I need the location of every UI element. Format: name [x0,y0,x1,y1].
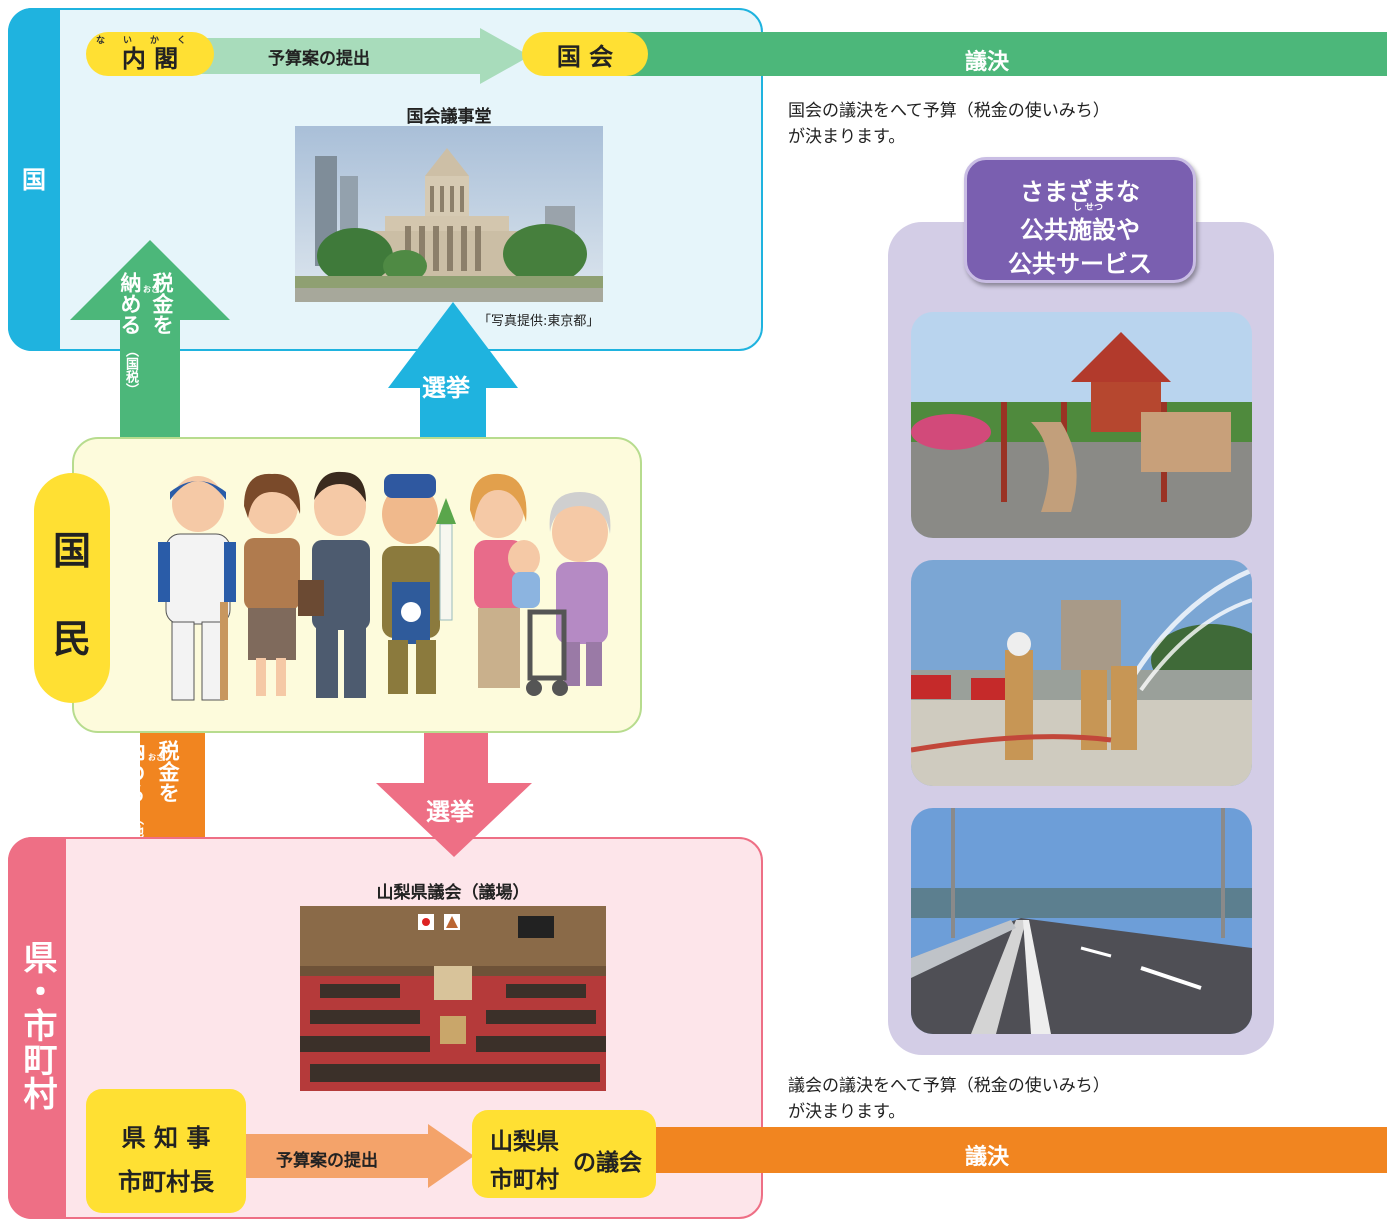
local-flow-arrow [246,1124,474,1188]
cabinet-label: 内 閣 [121,45,179,73]
services-title-3: 公共サービス [1008,250,1152,278]
governor-line2: 市町村長 [118,1168,214,1196]
local-submit-budget: 予算案の提出 [276,1151,378,1171]
people-label-pill [34,473,110,703]
local-resolution-label: 議決 [965,1145,1010,1170]
diet-pill: 国 会 [522,32,648,76]
local-side-label: 県・市町村 [17,940,57,1110]
national-resolution-bar [580,32,1387,76]
national-election-label: 選挙 [422,374,470,402]
local-side-bar [8,837,66,1219]
national-submit-budget: 予算案の提出 [268,49,370,69]
tax-local-line2: 納める [122,740,146,803]
national-election-arrow [388,302,518,438]
diet-building-caption: 国会議事堂 [406,107,492,127]
people-label-1: 国 [52,529,91,573]
local-decision-text-2: が決まります。 [788,1102,906,1122]
governor-line1: 県 知 事 [121,1124,211,1152]
services-title-1: さまざまな [1020,178,1140,206]
cabinet-ruby-1: ない [95,36,150,46]
tax-national-ruby: おさ [143,285,159,294]
tax-local-ruby: おさ [148,753,164,762]
assembly-suffix: の議会 [573,1150,642,1176]
playground-photo [911,312,1252,538]
photo-credit: 「写真提供:東京都」 [478,314,600,329]
tax-national-arrow [70,240,230,440]
local-resolution-bar [610,1127,1387,1173]
diet-building-photo [295,126,603,302]
citizens-illustration [158,471,611,701]
national-decision-text-1: 国会の議決をへて予算（税金の使いみち） [788,101,1110,121]
tax-national-line1: 税金を [150,272,174,335]
tax-national-line2: 納める [118,272,142,335]
services-title-box [964,157,1196,283]
road-photo [911,808,1252,1034]
cabinet-pill: ないかく 内 閣 [86,32,214,76]
tax-local-line1: 税金を [156,740,180,803]
assembly-line1: 山梨県 [490,1129,559,1155]
local-decision-text-1: 議会の議決をへて予算（税金の使いみち） [788,1076,1110,1096]
local-election-label: 選挙 [426,798,474,826]
cabinet-ruby-2: かく [150,36,205,46]
assembly-caption: 山梨県議会（議場） [376,883,530,903]
national-decision-text-2: が決まります。 [788,127,906,147]
tax-national-paren: （国税） [123,344,138,396]
assembly-photo [300,906,606,1091]
people-label-2: 民 [52,617,91,661]
national-flow-arrow [190,28,530,84]
national-side-bar [8,8,60,351]
local-election-arrow [376,733,532,857]
governor-box [86,1089,246,1213]
diet-label: 国 会 [556,42,614,71]
national-resolution-label: 議決 [965,50,1010,75]
services-title-2: 公共施設や [1020,216,1140,244]
firefighters-photo [911,560,1252,786]
assembly-line2: 市町村 [490,1167,559,1193]
national-side-label: 国 [22,166,46,194]
assembly-box [472,1110,656,1198]
services-ruby: し せつ [1072,203,1104,213]
